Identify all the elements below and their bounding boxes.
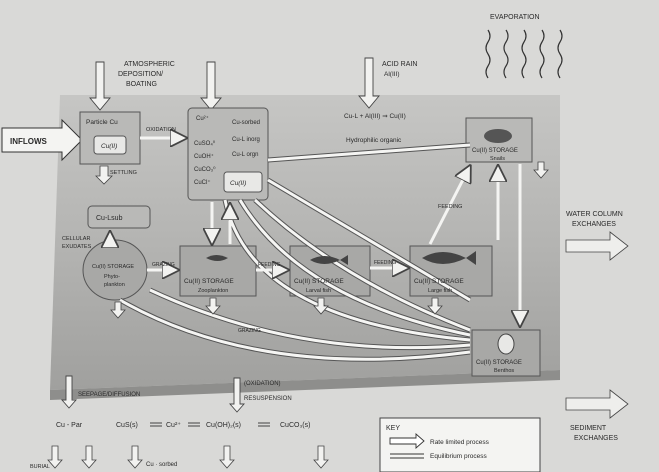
grazing-label: GRAZING xyxy=(152,262,175,268)
oxidation-bottom-label: (OXIDATION) xyxy=(244,381,281,387)
feeding-mid-label: FEEDING xyxy=(258,262,280,268)
dissolved-cu-ii-label: Cu(II) xyxy=(230,180,246,187)
exchanges-label: EXCHANGES xyxy=(572,221,616,228)
benthos-label: Benthos xyxy=(494,368,514,374)
key-equilibrium-label: Equilibrium process xyxy=(430,453,487,460)
exudates-label: EXUDATES xyxy=(62,244,92,250)
large-fish-storage-label: Cu(II) STORAGE xyxy=(414,278,464,285)
cu-l-al-label: Cu-L + Al(III) ⇒ Cu(II) xyxy=(344,113,406,120)
oxidation-label: OXIDATION xyxy=(146,127,176,133)
cuco3-bottom-label: CuCO₃(s) xyxy=(280,422,310,429)
snail-storage-label: Cu(II) STORAGE xyxy=(472,148,518,154)
evaporation-waves xyxy=(486,30,562,78)
atmospheric-label: ATMOSPHERIC xyxy=(124,61,175,68)
hydrophilic-organic-label: Hydrophilic organic xyxy=(346,137,402,144)
resuspension-label: RESUSPENSION xyxy=(244,396,292,402)
settling-label: SETTLING xyxy=(110,170,137,176)
boating-label: BOATING xyxy=(126,81,157,88)
seepage-label: SEEPAGE/DIFFUSION xyxy=(78,392,140,398)
sediment-exchange-arrow xyxy=(566,390,628,418)
evaporation-label: EVAPORATION xyxy=(490,14,540,21)
cuso4-label: CuSO₄⁰ xyxy=(194,140,216,147)
snail-icon xyxy=(484,129,512,143)
cu-l-sub-label: Cu-Lsub xyxy=(96,215,123,222)
phytoplankton-storage-circle xyxy=(83,240,147,300)
feeding-top-label: FEEDING xyxy=(438,204,462,210)
burial-label: BURIAL xyxy=(30,464,50,470)
phyto-label: Phyto- xyxy=(104,274,120,280)
cu-l-orgn-label: Cu-L orgn xyxy=(232,152,258,158)
cu2-bottom-label: Cu²⁺ xyxy=(166,422,181,429)
deposition-label: DEPOSITION/ xyxy=(118,71,163,78)
key-rate-limited-label: Rate limited process xyxy=(430,439,490,446)
cuco3-label: CuCO₃⁰ xyxy=(194,166,216,173)
particle-cu-label: Particle Cu xyxy=(86,119,118,126)
acid-rain-label: ACID RAIN xyxy=(382,61,417,68)
cus-label: CuS(s) xyxy=(116,422,138,429)
cu-l-inorg-label: Cu-L inorg xyxy=(232,137,260,143)
water-column-label: WATER COLUMN xyxy=(566,211,623,218)
water-column-exchange-arrow xyxy=(566,232,628,260)
large-fish-label: Large fish xyxy=(428,288,452,294)
cellular-label: CELLULAR xyxy=(62,236,90,242)
zoo-storage-label: Cu(II) STORAGE xyxy=(184,278,234,285)
cu-sorbed-bottom-label: Cu · sorbed xyxy=(146,462,177,468)
cuoh-label: CuOH⁺ xyxy=(194,153,214,160)
cu-sorbed-label: Cu-sorbed xyxy=(232,120,260,126)
key-title: KEY xyxy=(386,425,400,432)
grazing-bottom-label: GRAZING xyxy=(238,328,261,334)
cu-oh2-label: Cu(OH)₂(s) xyxy=(206,422,241,429)
inflows-label: INFLOWS xyxy=(10,137,48,146)
benthos-storage-label: Cu(II) STORAGE xyxy=(476,360,522,366)
larval-storage-label: Cu(II) STORAGE xyxy=(294,278,344,285)
feeding-right-label: FEEDING xyxy=(374,260,396,266)
cu2-label: Cu²⁺ xyxy=(196,115,209,122)
snails-label: Snails xyxy=(490,156,505,162)
sediment-exchanges-label: EXCHANGES xyxy=(574,435,618,442)
plankton-label: plankton xyxy=(104,282,125,288)
larval-fish-label: Larval fish xyxy=(306,288,331,294)
cu-par-label: Cu - Par xyxy=(56,422,83,429)
burial-arrows xyxy=(48,446,328,468)
zooplankton-label: Zooplankton xyxy=(198,288,228,294)
phyto-storage-label: Cu(II) STORAGE xyxy=(92,264,134,270)
al-iii-label: Al(III) xyxy=(384,71,400,78)
sediment-label: SEDIMENT xyxy=(570,425,607,432)
benthos-icon xyxy=(498,334,514,354)
cucl-label: CuCl⁺ xyxy=(194,179,211,186)
particle-cu-ii-label: Cu(II) xyxy=(101,143,117,150)
